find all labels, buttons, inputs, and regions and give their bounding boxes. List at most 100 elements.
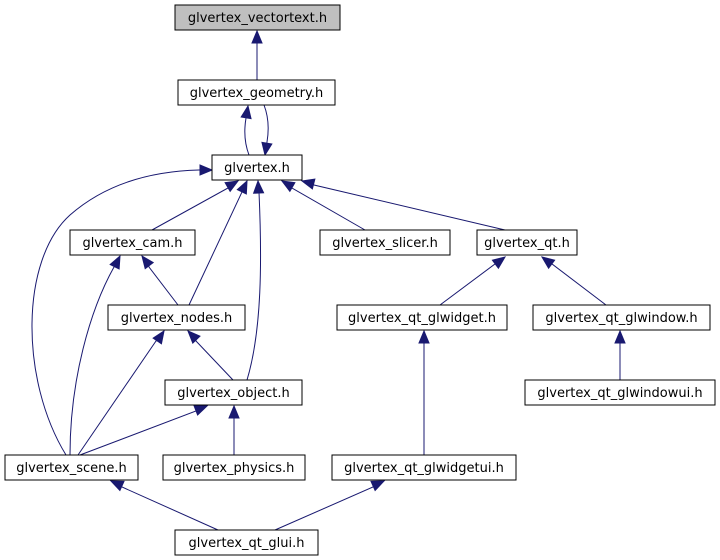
edge-physics-to-object xyxy=(228,404,240,455)
node-box[interactable] xyxy=(174,529,319,556)
arrowhead-icon xyxy=(540,256,556,270)
edge-line xyxy=(69,265,116,456)
node-scene[interactable]: glvertex_scene.h xyxy=(4,454,139,481)
node-box[interactable] xyxy=(532,304,711,331)
node-physics[interactable]: glvertex_physics.h xyxy=(162,454,306,481)
node-label: glvertex_qt_glwidget.h xyxy=(348,311,496,326)
edge-line xyxy=(120,485,219,531)
node-label: glvertex_qt_glwindowui.h xyxy=(537,386,702,401)
edge-line xyxy=(77,339,159,456)
node-label: glvertex.h xyxy=(224,161,290,176)
edge-cam-to-glvertex xyxy=(151,180,240,231)
edge-geometry-to-glvertex xyxy=(261,104,273,157)
arrowhead-icon xyxy=(614,329,626,344)
edge-scene-to-cam xyxy=(69,254,121,456)
edge-object-to-nodes xyxy=(187,330,234,381)
arrowhead-icon xyxy=(300,178,316,190)
arrowhead-icon xyxy=(370,480,386,492)
arrowhead-icon xyxy=(251,29,263,44)
edge-line xyxy=(290,186,366,231)
node-qt-glwindow[interactable]: glvertex_qt_glwindow.h xyxy=(532,304,711,331)
node-box[interactable] xyxy=(476,229,578,256)
edge-scene-to-object xyxy=(79,405,209,456)
node-label: glvertex_object.h xyxy=(177,386,289,401)
arrowhead-icon xyxy=(280,180,296,193)
edge-object-to-glvertex xyxy=(246,179,265,381)
node-label: glvertex_slicer.h xyxy=(332,236,438,251)
edge-line xyxy=(244,116,250,156)
edge-line xyxy=(263,104,269,145)
edge-nodes-to-glvertex xyxy=(188,179,248,306)
arrowhead-icon xyxy=(252,179,265,194)
arrowhead-icon xyxy=(141,254,155,270)
arrowhead-icon xyxy=(152,329,165,345)
arrowhead-icon xyxy=(261,141,273,157)
edges-layer xyxy=(31,29,626,531)
edge-qt_glwidgetui-to-qt_glwidget xyxy=(418,329,430,455)
edge-line xyxy=(148,264,179,306)
arrowhead-icon xyxy=(193,405,209,416)
node-qt-glwidget[interactable]: glvertex_qt_glwidget.h xyxy=(336,304,508,331)
node-box[interactable] xyxy=(336,304,508,331)
node-slicer[interactable]: glvertex_slicer.h xyxy=(319,229,451,256)
node-cam[interactable]: glvertex_cam.h xyxy=(69,229,196,256)
node-qt-glwidgetui[interactable]: glvertex_qt_glwidgetui.h xyxy=(331,454,517,481)
node-vectortext[interactable]: glvertex_vectortext.h xyxy=(174,4,341,31)
node-box[interactable] xyxy=(174,4,341,31)
arrowhead-icon xyxy=(236,179,248,195)
node-nodes[interactable]: glvertex_nodes.h xyxy=(107,304,246,331)
edge-line xyxy=(274,485,375,531)
node-label: glvertex_physics.h xyxy=(174,461,295,476)
edge-line xyxy=(550,263,607,306)
node-geometry[interactable]: glvertex_geometry.h xyxy=(177,79,336,106)
node-box[interactable] xyxy=(4,454,139,481)
edge-line xyxy=(188,190,243,306)
node-glvertex[interactable]: glvertex.h xyxy=(211,154,303,181)
node-label: glvertex_qt_glwindow.h xyxy=(545,311,697,326)
arrowhead-icon xyxy=(491,256,507,270)
node-object[interactable]: glvertex_object.h xyxy=(164,379,303,406)
edge-line xyxy=(439,263,497,306)
edge-line xyxy=(79,409,198,456)
edge-qt_glwindow-to-qt xyxy=(540,256,607,306)
arrowhead-icon xyxy=(187,330,201,344)
arrowhead-icon xyxy=(109,480,125,492)
edge-qt_glui-to-scene xyxy=(109,480,219,531)
node-box[interactable] xyxy=(177,79,336,106)
arrowhead-icon xyxy=(228,404,240,419)
edge-geometry-to-vectortext xyxy=(251,29,263,80)
node-label: glvertex_geometry.h xyxy=(190,86,323,101)
node-box[interactable] xyxy=(162,454,306,481)
node-box[interactable] xyxy=(319,229,451,256)
node-box[interactable] xyxy=(331,454,517,481)
arrowhead-icon xyxy=(240,104,252,120)
edge-line xyxy=(246,191,262,381)
node-label: glvertex_qt_glui.h xyxy=(189,536,305,551)
edge-slicer-to-glvertex xyxy=(280,180,366,231)
node-box[interactable] xyxy=(69,229,196,256)
node-qt-glwindowui[interactable]: glvertex_qt_glwindowui.h xyxy=(524,379,716,406)
node-box[interactable] xyxy=(164,379,303,406)
edge-qt_glwindowui-to-qt_glwindow xyxy=(614,329,626,380)
node-box[interactable] xyxy=(211,154,303,181)
edge-qt-to-glvertex xyxy=(300,178,506,231)
node-box[interactable] xyxy=(524,379,716,406)
edge-glvertex-to-geometry xyxy=(240,104,252,156)
node-label: glvertex_cam.h xyxy=(82,236,182,251)
node-label: glvertex_qt.h xyxy=(484,236,570,251)
arrowhead-icon xyxy=(109,254,121,270)
node-box[interactable] xyxy=(107,304,246,331)
arrowhead-icon xyxy=(418,329,430,344)
edge-line xyxy=(31,169,201,456)
node-label: glvertex_nodes.h xyxy=(121,311,233,326)
node-label: glvertex_scene.h xyxy=(16,461,127,476)
node-qt[interactable]: glvertex_qt.h xyxy=(476,229,578,256)
edge-qt_glwidget-to-qt xyxy=(439,256,507,306)
edge-line xyxy=(195,338,234,381)
node-qt-glui[interactable]: glvertex_qt_glui.h xyxy=(174,529,319,556)
edge-scene-to-glvertex xyxy=(31,164,214,456)
nodes-layer: glvertex_vectortext.h glvertex_geometry.h… xyxy=(4,4,716,556)
edge-qt_glui-to-qt_glwidgetui xyxy=(274,480,386,531)
edge-line xyxy=(151,186,230,231)
